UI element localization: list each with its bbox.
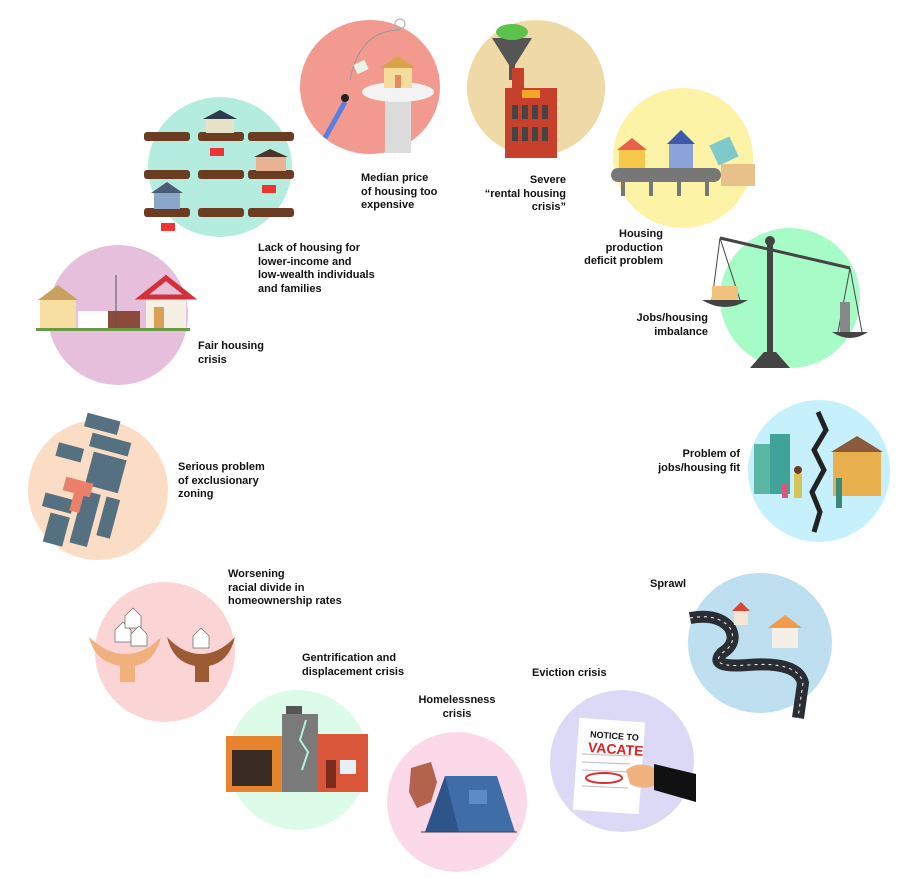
label-fair-housing: Fair housing crisis <box>198 340 264 366</box>
circle-fair-housing <box>36 245 198 385</box>
conveyor-houses-icon <box>611 130 755 196</box>
winding-road-icon <box>688 602 810 719</box>
cracked-divide-icon <box>754 410 883 533</box>
label-median-price: Median price of housing too expensive <box>361 172 438 211</box>
houses-fence-icon <box>36 274 198 331</box>
zoning-map-icon <box>41 412 132 548</box>
label-rental-crisis: Severe “rental housing crisis” <box>484 174 566 213</box>
label-exclusionary-zoning: Serious problem of exclusionary zoning <box>178 461 265 500</box>
label-jobs-housing-imbalance: Jobs/housing imbalance <box>636 312 709 338</box>
circle-jobs-housing-imbalance <box>702 228 868 368</box>
storefronts-icon <box>226 706 368 792</box>
circle-sprawl <box>688 573 832 719</box>
label-sprawl: Sprawl <box>650 578 687 590</box>
circle-median-price <box>300 18 440 154</box>
label-homelessness: Homelessness crisis <box>418 694 496 720</box>
money-funnel-building-icon <box>492 24 557 158</box>
label-housing-production: Housing production deficit problem <box>584 228 663 267</box>
label-jobs-housing-fit: Problem of jobs/housing fit <box>658 448 740 474</box>
circle-exclusionary-zoning <box>28 412 168 560</box>
circle-lack-of-housing <box>144 97 294 237</box>
circle-rental-crisis <box>467 20 605 158</box>
label-racial-divide: Worsening racial divide in homeownership… <box>228 568 342 607</box>
balance-scale-icon <box>702 236 868 368</box>
label-lack-of-housing: Lack of housing for lower-income and low… <box>258 242 375 295</box>
circle-eviction: NOTICE TO VACATE <box>550 690 696 832</box>
sold-houses-icon <box>144 110 294 231</box>
house-under-glass-icon <box>322 18 434 153</box>
circle-housing-production <box>611 88 755 228</box>
eviction-notice-icon <box>572 717 696 815</box>
circle-homelessness <box>387 732 527 872</box>
circle-jobs-housing-fit <box>748 400 890 542</box>
label-gentrification: Gentrification and displacement crisis <box>302 652 405 678</box>
circle-gentrification <box>226 690 368 830</box>
hands-holding-houses-icon <box>89 607 235 682</box>
circle-racial-divide <box>89 582 235 722</box>
label-eviction: Eviction crisis <box>532 667 607 679</box>
tent-icon <box>409 762 517 833</box>
